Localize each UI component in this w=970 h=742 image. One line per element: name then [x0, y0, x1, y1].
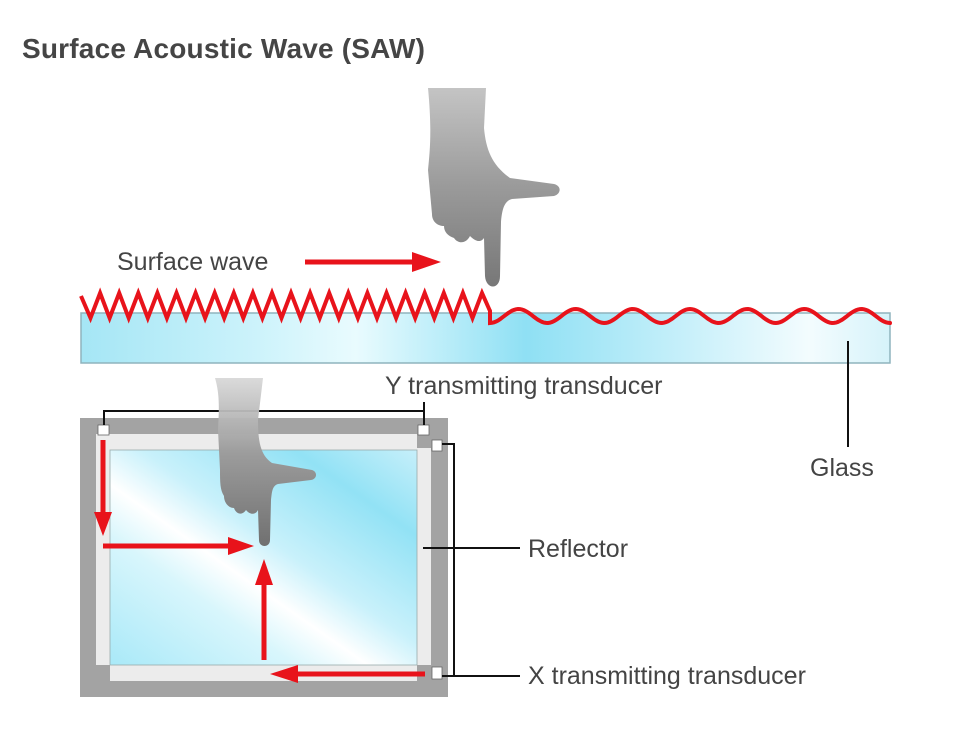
reflector-label: Reflector	[528, 535, 629, 563]
diagram-title: Surface Acoustic Wave (SAW)	[22, 33, 426, 64]
y-transducer-leader	[103, 402, 425, 425]
y-transducer-right	[417, 424, 430, 436]
reflector-right	[417, 448, 431, 665]
reflector-bottom	[110, 665, 417, 681]
x-transducer-label: X transmitting transducer	[528, 662, 806, 690]
y-transducer-left	[97, 424, 110, 436]
x-transducer	[431, 666, 443, 680]
receiver-top-right	[431, 439, 443, 452]
surface-wave-arrow	[305, 252, 441, 272]
pointing-hand-icon	[428, 88, 560, 287]
surface-wave-zigzag	[79, 287, 492, 324]
wave-path-arrows	[94, 440, 425, 683]
surface-wave-label: Surface wave	[117, 248, 269, 276]
reflector-top	[110, 434, 417, 450]
glass-slab	[80, 312, 891, 364]
surface-wave-attenuated	[488, 306, 892, 326]
x-transducer-leader	[442, 443, 520, 677]
reflector-left	[96, 434, 110, 665]
pointing-hand-icon	[215, 378, 317, 546]
y-transducer-label: Y transmitting transducer	[385, 372, 663, 400]
glass-label: Glass	[810, 454, 874, 482]
